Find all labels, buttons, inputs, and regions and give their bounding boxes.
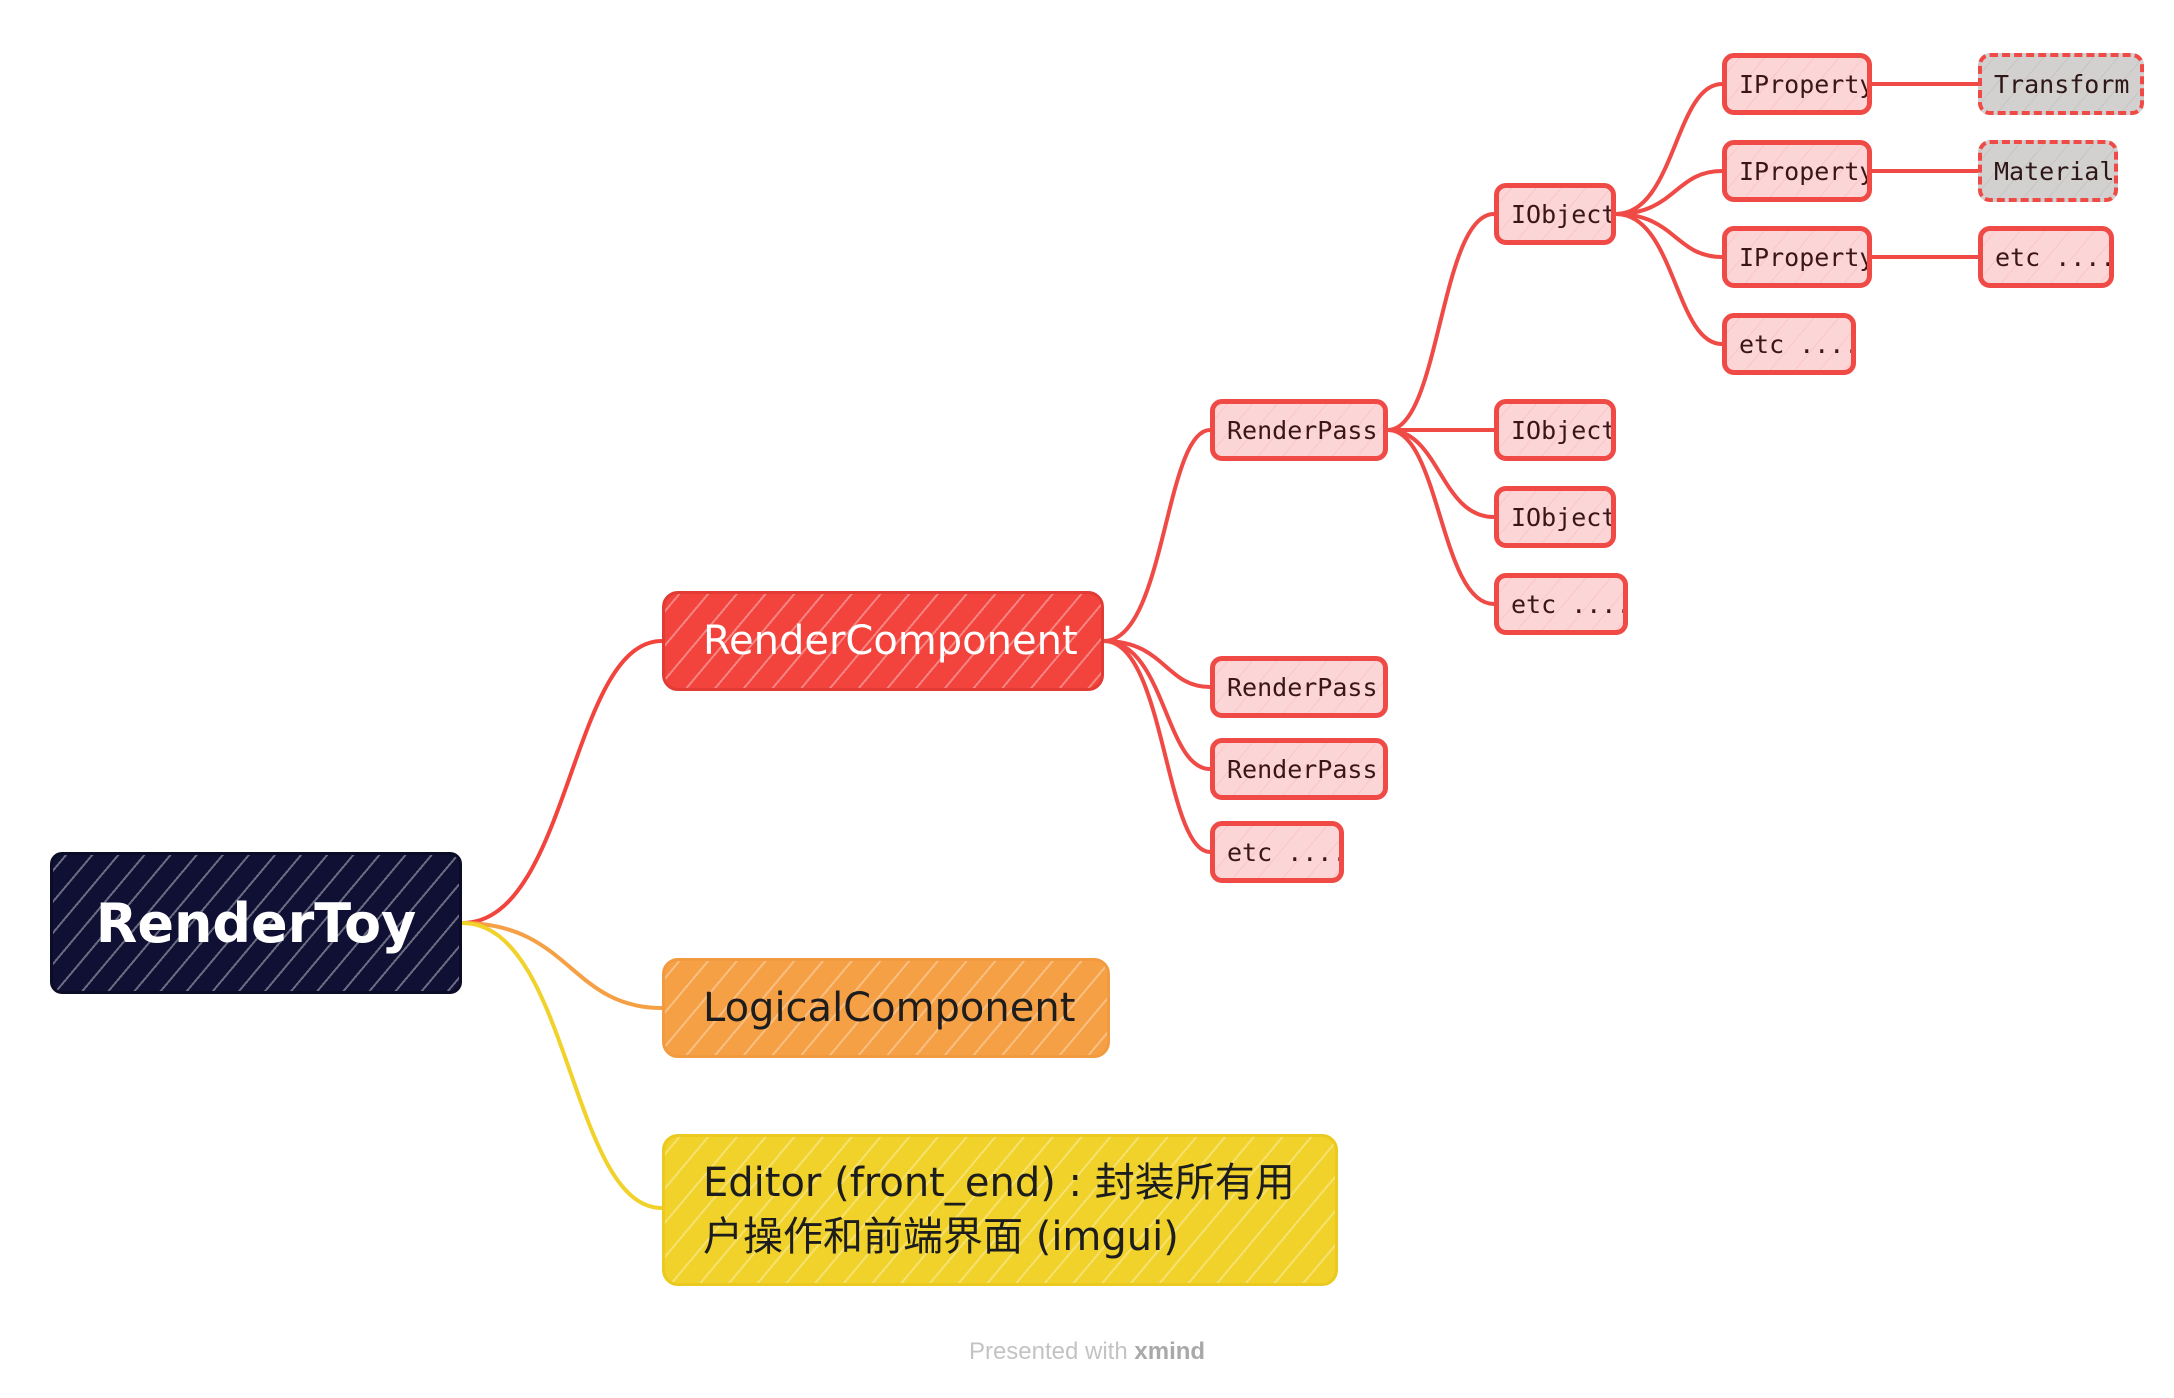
node-value-etc[interactable]: etc ...... (1978, 226, 2114, 288)
node-iobject-label: IObject (1511, 502, 1616, 532)
link-object-etc (1387, 428, 1495, 606)
node-iobject[interactable]: IObject (1494, 183, 1616, 245)
node-iproperty-etc[interactable]: etc ...... (1722, 313, 1856, 375)
node-render-component[interactable]: RenderComponent (662, 591, 1104, 691)
node-value-material[interactable]: Material (1978, 140, 2118, 202)
node-render-pass-label: RenderPass (1227, 754, 1378, 784)
node-editor-label: Editor (front_end) : 封装所有用户操作和前端界面 (imgu… (703, 1160, 1295, 1260)
node-value-material-label: Material (1994, 156, 2115, 186)
node-render-pass-label: RenderPass (1227, 415, 1378, 445)
node-logical-component[interactable]: LogicalComponent (662, 958, 1110, 1058)
link-object-1 (1387, 212, 1495, 432)
node-iproperty[interactable]: IProperty (1722, 226, 1872, 288)
node-iobject[interactable]: IObject (1494, 486, 1616, 548)
link-object-3 (1387, 428, 1495, 519)
link-property-2 (1615, 169, 1723, 216)
node-iproperty[interactable]: IProperty (1722, 53, 1872, 115)
node-iobject-etc[interactable]: etc ...... (1494, 573, 1628, 635)
node-render-component-label: RenderComponent (703, 618, 1078, 664)
xmind-logo: xmind (1134, 1338, 1206, 1365)
link-property-1 (1615, 82, 1723, 216)
link-render-pass-3 (1103, 639, 1211, 771)
root-node-label: RenderToy (95, 891, 417, 955)
link-root-editor (461, 921, 663, 1210)
node-iobject-label: IObject (1511, 415, 1616, 445)
node-iproperty[interactable]: IProperty (1722, 140, 1872, 202)
node-render-pass-etc[interactable]: etc ...... (1210, 821, 1344, 883)
node-iproperty-label: IProperty (1739, 242, 1872, 272)
link-render-pass-1 (1103, 428, 1211, 643)
node-render-pass[interactable]: RenderPass (1210, 399, 1388, 461)
node-iobject-etc-label: etc ...... (1511, 589, 1623, 619)
node-value-transform-label: Transform (1994, 69, 2130, 99)
node-iobject[interactable]: IObject (1494, 399, 1616, 461)
node-render-pass-etc-label: etc ...... (1227, 837, 1339, 867)
node-editor[interactable]: Editor (front_end) : 封装所有用户操作和前端界面 (imgu… (662, 1134, 1338, 1286)
link-property-etc (1615, 212, 1723, 346)
node-logical-component-label: LogicalComponent (703, 985, 1076, 1031)
node-value-transform[interactable]: Transform (1978, 53, 2144, 115)
link-render-pass-2 (1103, 639, 1211, 689)
node-render-pass[interactable]: RenderPass (1210, 738, 1388, 800)
node-iproperty-label: IProperty (1739, 156, 1872, 186)
node-iproperty-etc-label: etc ...... (1739, 329, 1851, 359)
presented-with-footer: Presented with xmind (0, 1338, 2174, 1366)
link-root-render (461, 639, 663, 925)
node-render-pass-label: RenderPass (1227, 672, 1378, 702)
link-root-logical (461, 921, 663, 1010)
link-property-3 (1615, 212, 1723, 259)
link-render-pass-etc (1103, 639, 1211, 854)
root-node-rendertoy[interactable]: RenderToy (50, 852, 462, 994)
node-render-pass[interactable]: RenderPass (1210, 656, 1388, 718)
node-iobject-label: IObject (1511, 199, 1616, 229)
footer-prefix: Presented with (968, 1338, 1128, 1365)
node-value-etc-label: etc ...... (1995, 242, 2114, 272)
node-iproperty-label: IProperty (1739, 69, 1872, 99)
